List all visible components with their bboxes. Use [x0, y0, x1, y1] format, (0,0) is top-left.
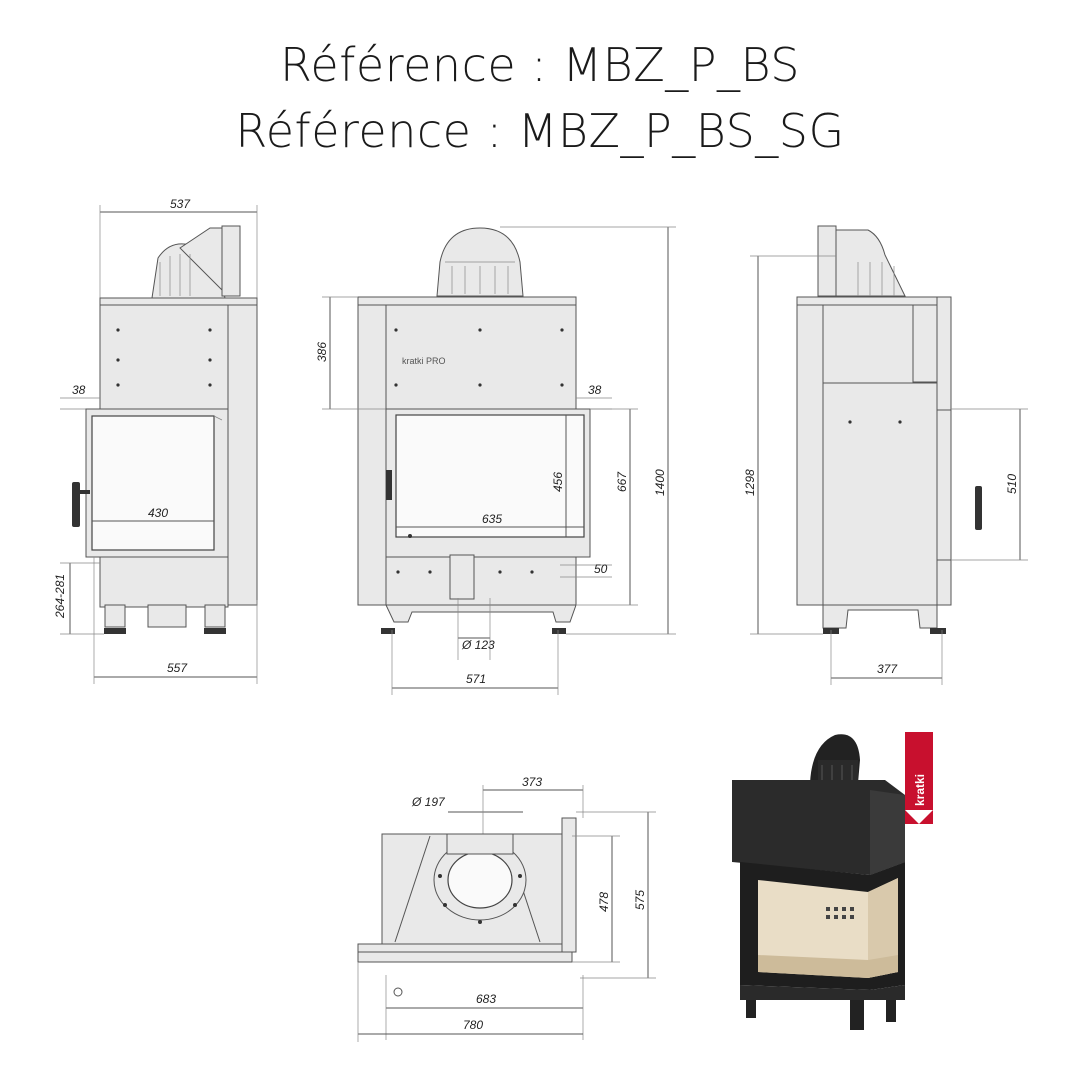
dim-780: 780	[463, 1018, 483, 1032]
dim-510: 510	[1005, 474, 1019, 494]
dim-557: 557	[167, 661, 188, 675]
dim-386: 386	[315, 342, 329, 362]
kratki-badge	[905, 732, 933, 824]
dim-1400: 1400	[653, 469, 667, 496]
dim-635: 635	[482, 512, 502, 526]
dim-264-281: 264-281	[53, 574, 67, 619]
dim-537: 537	[170, 197, 191, 211]
reference-title-1: Référence : MBZ_P_BS	[280, 38, 800, 92]
reference-title-2: Référence : MBZ_P_BS_SG	[235, 104, 845, 158]
kratki-badge-text: kratki	[913, 774, 927, 806]
dim-diameter-197: Ø 197	[411, 795, 446, 809]
dim-430: 430	[148, 506, 168, 520]
dim-38-left: 38	[72, 383, 86, 397]
dim-1298: 1298	[743, 469, 757, 496]
dim-50: 50	[594, 562, 608, 576]
product-render: kratki	[732, 732, 933, 1030]
dim-571: 571	[466, 672, 486, 686]
dim-456: 456	[551, 472, 565, 492]
right-side-view: 1298 510 377	[743, 225, 1028, 685]
dim-38-front: 38	[588, 383, 602, 397]
dim-373: 373	[522, 775, 542, 789]
left-side-view: 537 38 430	[53, 197, 258, 684]
dim-478: 478	[597, 892, 611, 912]
dim-683: 683	[476, 992, 496, 1006]
top-view: Ø 197 373 478 575 683	[357, 775, 656, 1042]
front-view: kratki PRO 386 38 456 635 50	[315, 226, 676, 695]
front-logo: kratki PRO	[402, 356, 446, 366]
dim-377: 377	[877, 662, 898, 676]
dim-575: 575	[633, 890, 647, 910]
dim-diameter-123: Ø 123	[461, 638, 495, 652]
dim-667: 667	[615, 471, 629, 492]
